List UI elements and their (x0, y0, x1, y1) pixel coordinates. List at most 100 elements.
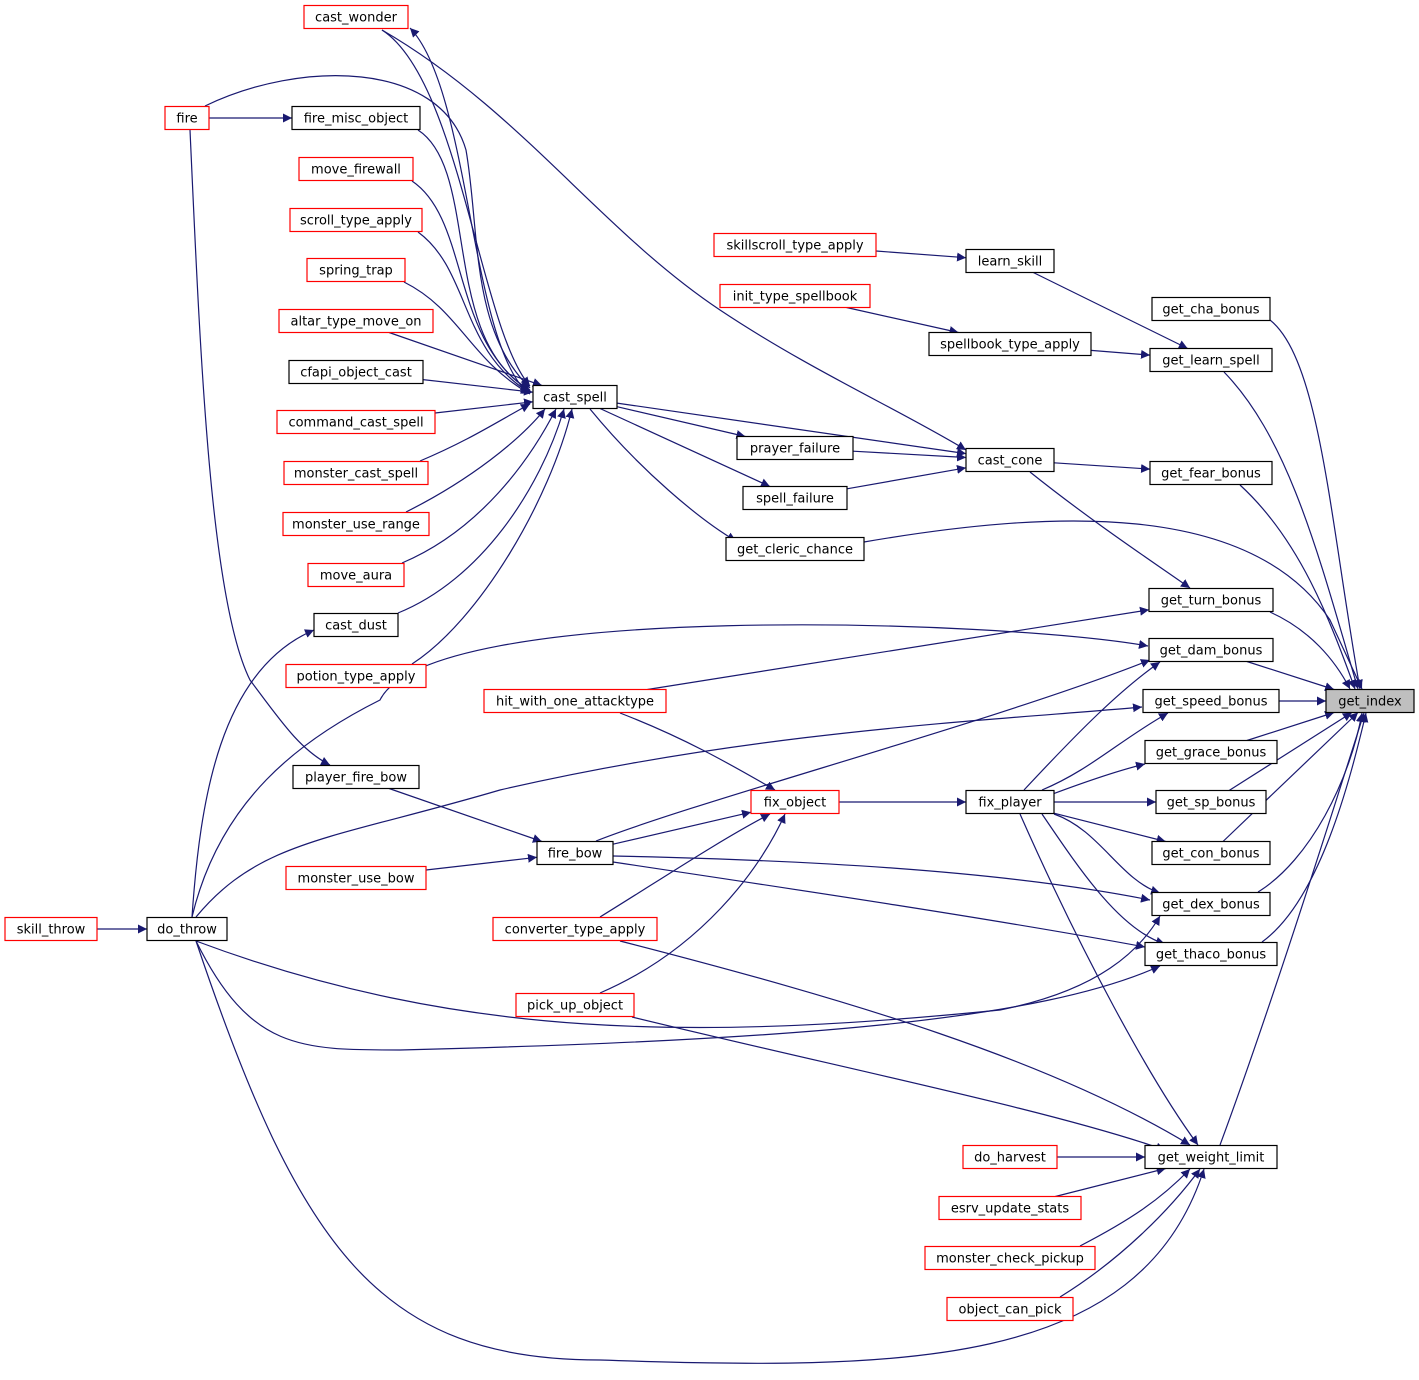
node-label-get_con_bonus: get_con_bonus (1162, 847, 1259, 862)
node-fire_misc_object[interactable]: fire_misc_object (291, 105, 421, 131)
node-fix_object[interactable]: fix_object (750, 789, 840, 815)
node-spell_failure[interactable]: spell_failure (742, 485, 848, 511)
edge-spell_failure-to-cast_cone (846, 464, 967, 490)
node-get_speed_bonus[interactable]: get_speed_bonus (1142, 688, 1280, 714)
node-label-esrv_update_stats: esrv_update_stats (951, 1202, 1070, 1217)
node-get_weight_limit[interactable]: get_weight_limit (1144, 1144, 1278, 1170)
node-get_fear_bonus[interactable]: get_fear_bonus (1149, 460, 1273, 486)
node-monster_use_bow[interactable]: monster_use_bow (285, 865, 427, 891)
node-learn_skill[interactable]: learn_skill (965, 248, 1055, 274)
edge-get_dex_bonus-to-get_index (1257, 712, 1365, 893)
node-box-get_sp_bonus (1155, 789, 1267, 815)
node-skill_throw[interactable]: skill_throw (4, 916, 98, 942)
node-label-move_aura: move_aura (320, 569, 392, 584)
node-altar_type_move_on[interactable]: altar_type_move_on (278, 308, 434, 334)
node-label-get_thaco_bonus: get_thaco_bonus (1156, 948, 1266, 963)
edge-esrv_update_stats-to-get_weight_limit (1055, 1166, 1166, 1198)
node-prayer_failure[interactable]: prayer_failure (736, 435, 854, 461)
node-cfapi_object_cast[interactable]: cfapi_object_cast (288, 359, 424, 385)
node-do_throw[interactable]: do_throw (146, 916, 228, 942)
edge-cast_spell-to-prayer_failure (616, 406, 746, 439)
node-box-esrv_update_stats (938, 1195, 1082, 1221)
node-monster_cast_spell[interactable]: monster_cast_spell (283, 460, 429, 486)
node-cast_spell[interactable]: cast_spell (532, 384, 618, 410)
node-spellbook_type_apply[interactable]: spellbook_type_apply (928, 331, 1092, 357)
edge-hit_with_one_attacktype-to-get_turn_bonus (647, 606, 1150, 691)
node-hit_with_one_attacktype[interactable]: hit_with_one_attacktype (483, 688, 667, 714)
node-label-spring_trap: spring_trap (319, 264, 393, 279)
node-monster_check_pickup[interactable]: monster_check_pickup (924, 1245, 1096, 1271)
node-label-get_cleric_chance: get_cleric_chance (737, 543, 853, 558)
edge-fire_misc_object-to-cast_spell (417, 129, 531, 391)
node-label-monster_use_range: monster_use_range (292, 518, 420, 533)
edge-cast_cone-to-get_turn_bonus (1029, 471, 1191, 589)
node-init_type_spellbook[interactable]: init_type_spellbook (719, 283, 871, 309)
node-object_can_pick[interactable]: object_can_pick (946, 1296, 1074, 1322)
node-label-monster_use_bow: monster_use_bow (298, 872, 415, 887)
node-label-monster_check_pickup: monster_check_pickup (936, 1252, 1084, 1267)
node-label-init_type_spellbook: init_type_spellbook (733, 290, 858, 305)
node-skillscroll_type_apply[interactable]: skillscroll_type_apply (713, 232, 877, 258)
node-box-monster_cast_spell (283, 460, 429, 486)
node-move_aura[interactable]: move_aura (307, 562, 405, 588)
edge-spring_trap-to-cast_spell (403, 281, 531, 395)
node-box-get_weight_limit (1144, 1144, 1278, 1170)
node-fire[interactable]: fire (164, 105, 210, 131)
node-cast_dust[interactable]: cast_dust (313, 612, 399, 638)
edge-hit_with_one_attacktype-to-fix_object (619, 712, 776, 791)
edge-get_fear_bonus-to-get_index (1239, 484, 1357, 690)
node-get_dam_bonus[interactable]: get_dam_bonus (1148, 637, 1274, 663)
edge-do_throw-to-get_speed_bonus (195, 703, 1143, 918)
node-label-monster_cast_spell: monster_cast_spell (294, 467, 418, 482)
edge-cast_wonder-to-cast_spell (381, 29, 531, 387)
node-get_thaco_bonus[interactable]: get_thaco_bonus (1144, 941, 1278, 967)
node-command_cast_spell[interactable]: command_cast_spell (276, 409, 436, 435)
node-label-cfapi_object_cast: cfapi_object_cast (300, 366, 412, 381)
node-potion_type_apply[interactable]: potion_type_apply (285, 663, 427, 689)
node-label-move_firewall: move_firewall (311, 163, 401, 178)
node-box-pick_up_object (515, 992, 635, 1018)
node-box-monster_use_bow (285, 865, 427, 891)
node-esrv_update_stats[interactable]: esrv_update_stats (938, 1195, 1082, 1221)
node-cast_cone[interactable]: cast_cone (965, 447, 1055, 473)
node-box-move_aura (307, 562, 405, 588)
edge-altar_type_move_on-to-cast_spell (388, 331, 543, 387)
node-label-scroll_type_apply: scroll_type_apply (300, 214, 412, 229)
node-get_con_bonus[interactable]: get_con_bonus (1151, 840, 1271, 866)
node-scroll_type_apply[interactable]: scroll_type_apply (289, 207, 423, 233)
node-get_dex_bonus[interactable]: get_dex_bonus (1151, 891, 1271, 917)
node-box-converter_type_apply (492, 916, 658, 942)
node-cast_wonder[interactable]: cast_wonder (303, 4, 409, 30)
node-box-skill_throw (4, 916, 98, 942)
node-label-do_harvest: do_harvest (974, 1151, 1046, 1166)
edge-do_throw-to-cast_dust (191, 629, 315, 918)
node-label-fix_player: fix_player (978, 796, 1042, 811)
node-pick_up_object[interactable]: pick_up_object (515, 992, 635, 1018)
node-fire_bow[interactable]: fire_bow (536, 840, 614, 866)
edge-get_turn_bonus-to-get_index (1269, 611, 1351, 690)
node-move_firewall[interactable]: move_firewall (298, 156, 414, 182)
edge-cast_spell-to-get_cleric_chance (589, 408, 737, 542)
node-get_cha_bonus[interactable]: get_cha_bonus (1151, 296, 1271, 322)
node-monster_use_range[interactable]: monster_use_range (282, 511, 430, 537)
node-get_sp_bonus[interactable]: get_sp_bonus (1155, 789, 1267, 815)
node-do_harvest[interactable]: do_harvest (962, 1144, 1058, 1170)
node-get_cleric_chance[interactable]: get_cleric_chance (725, 536, 865, 562)
edge-fix_player-to-get_dam_bonus (1023, 661, 1161, 791)
node-label-get_fear_bonus: get_fear_bonus (1161, 467, 1261, 482)
node-box-fix_player (965, 789, 1055, 815)
node-get_learn_spell[interactable]: get_learn_spell (1149, 347, 1273, 373)
node-label-spellbook_type_apply: spellbook_type_apply (940, 338, 1080, 353)
node-get_grace_bonus[interactable]: get_grace_bonus (1144, 739, 1278, 765)
node-box-get_cleric_chance (725, 536, 865, 562)
node-player_fire_bow[interactable]: player_fire_bow (292, 764, 420, 790)
node-get_turn_bonus[interactable]: get_turn_bonus (1148, 587, 1274, 613)
edge-get_dam_bonus-to-get_index (1246, 660, 1335, 692)
node-box-altar_type_move_on (278, 308, 434, 334)
node-converter_type_apply[interactable]: converter_type_apply (492, 916, 658, 942)
edge-fire_bow-to-get_dex_bonus (612, 855, 1151, 903)
node-fix_player[interactable]: fix_player (965, 789, 1055, 815)
node-spring_trap[interactable]: spring_trap (306, 257, 406, 283)
node-box-command_cast_spell (276, 409, 436, 435)
